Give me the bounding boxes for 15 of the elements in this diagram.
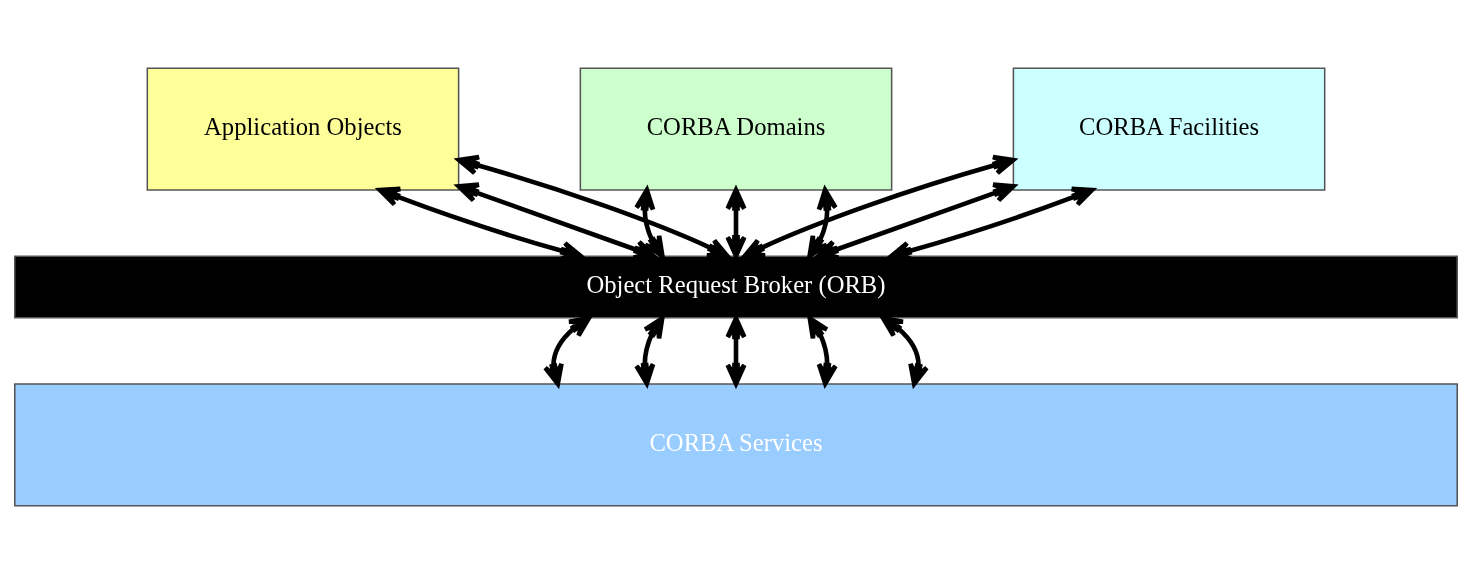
node-box: Object Request Broker (ORB) xyxy=(14,254,1458,319)
arrow xyxy=(456,154,730,258)
arrow xyxy=(634,315,665,386)
arrow xyxy=(815,181,1016,260)
arrow xyxy=(807,187,838,258)
node-box: Application Objects xyxy=(146,66,460,191)
arrow xyxy=(634,187,665,258)
arrow xyxy=(807,315,838,386)
arrow xyxy=(742,154,1016,258)
arrow xyxy=(725,315,747,386)
arrow xyxy=(456,181,657,260)
node-box: CORBA Services xyxy=(14,382,1458,507)
node-box: CORBA Facilities xyxy=(1012,66,1326,191)
node-box: CORBA Domains xyxy=(579,66,893,191)
arrow xyxy=(725,187,747,258)
